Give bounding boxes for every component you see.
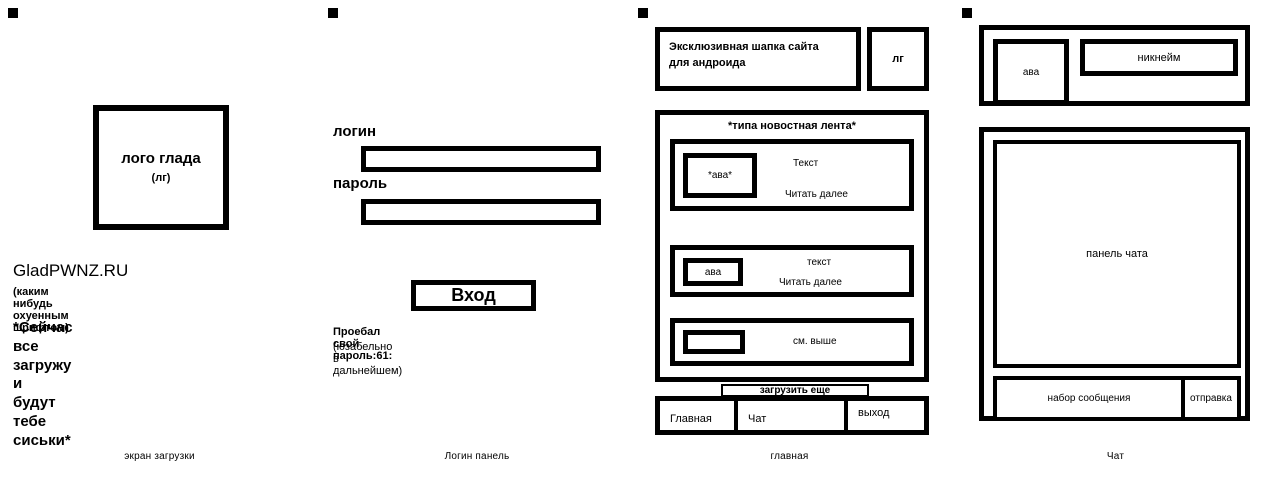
feed-item-text: Текст bbox=[793, 158, 819, 169]
feed-item-text: см. выше bbox=[793, 336, 837, 347]
caption-main: главная bbox=[770, 451, 809, 462]
news-feed-container: *типа новостная лента* *ава* Текст Читат… bbox=[655, 110, 929, 382]
chat-compose-bar: набор сообщения отправка bbox=[993, 376, 1241, 421]
feed-item-read-more[interactable]: Читать далее bbox=[779, 277, 842, 288]
bottom-navigation-bar: Главная Чат выход bbox=[655, 396, 929, 435]
caption-login: Логин панель bbox=[444, 451, 510, 462]
main-screen-frame: Эксклюзивная шапка сайта для андроида лг… bbox=[638, 8, 929, 435]
chat-body-container: панель чата набор сообщения отправка bbox=[979, 127, 1250, 421]
feed-item-avatar bbox=[683, 330, 745, 354]
logo-abbrev: (лг) bbox=[151, 171, 171, 184]
feed-item-read-more[interactable]: Читать далее bbox=[785, 189, 848, 200]
send-button[interactable]: отправка bbox=[1190, 393, 1232, 404]
chat-profile-header: ава никнейм bbox=[979, 25, 1250, 106]
chat-messages-panel: панель чата bbox=[993, 140, 1241, 368]
nav-item-exit[interactable]: выход bbox=[848, 401, 924, 430]
screen-chat: ава никнейм панель чата набор сообщения … bbox=[962, 8, 1269, 462]
feed-item-text: текст bbox=[807, 257, 832, 268]
feed-item-avatar: *ава* bbox=[683, 153, 757, 198]
login-submit-button[interactable]: Вход bbox=[411, 280, 536, 311]
feed-item-avatar: ава bbox=[683, 258, 743, 286]
logo-placeholder-box: лого глада (лг) bbox=[93, 105, 229, 230]
nav-item-chat[interactable]: Чат bbox=[738, 401, 848, 430]
site-header-banner: Эксклюзивная шапка сайта для андроида bbox=[655, 27, 861, 91]
version-label: Alpha 0.1337 bbox=[0, 0, 1, 3]
logo-title: лого глада bbox=[121, 150, 201, 168]
avatar[interactable]: ава bbox=[993, 39, 1069, 105]
loading-screen-frame: лого глада (лг) GladPWNZ.RU (каким нибуд… bbox=[0, 0, 229, 449]
screen-loading: лого глада (лг) GladPWNZ.RU (каким нибуд… bbox=[0, 0, 311, 462]
chat-screen-frame: ава никнейм панель чата набор сообщения … bbox=[962, 8, 1250, 421]
site-header-line-1: Эксклюзивная шапка сайта bbox=[669, 41, 819, 53]
screen-main: Эксклюзивная шапка сайта для андроида лг… bbox=[638, 8, 941, 462]
nickname-field: никнейм bbox=[1080, 39, 1238, 76]
screen-login: логин пароль Вход Проебал свой пароль:61… bbox=[328, 8, 626, 462]
news-feed-title: *типа новостная лента* bbox=[728, 120, 856, 132]
header-logo-box: лг bbox=[867, 27, 929, 91]
login-screen-frame: логин пароль Вход Проебал свой пароль:61… bbox=[328, 8, 601, 377]
caption-loading: экран загрузки bbox=[124, 451, 195, 462]
caption-chat: Чат bbox=[1106, 451, 1125, 462]
password-input[interactable] bbox=[361, 199, 601, 225]
load-more-button[interactable]: загрузить еще bbox=[721, 384, 869, 397]
feed-item[interactable]: см. выше bbox=[670, 318, 914, 366]
feed-item[interactable]: *ава* Текст Читать далее bbox=[670, 139, 914, 211]
login-input[interactable] bbox=[361, 146, 601, 172]
nav-item-main[interactable]: Главная bbox=[660, 401, 738, 430]
site-header-line-2: для андроида bbox=[669, 56, 746, 69]
feed-item[interactable]: ава текст Читать далее bbox=[670, 245, 914, 297]
message-input[interactable]: набор сообщения bbox=[997, 380, 1185, 417]
